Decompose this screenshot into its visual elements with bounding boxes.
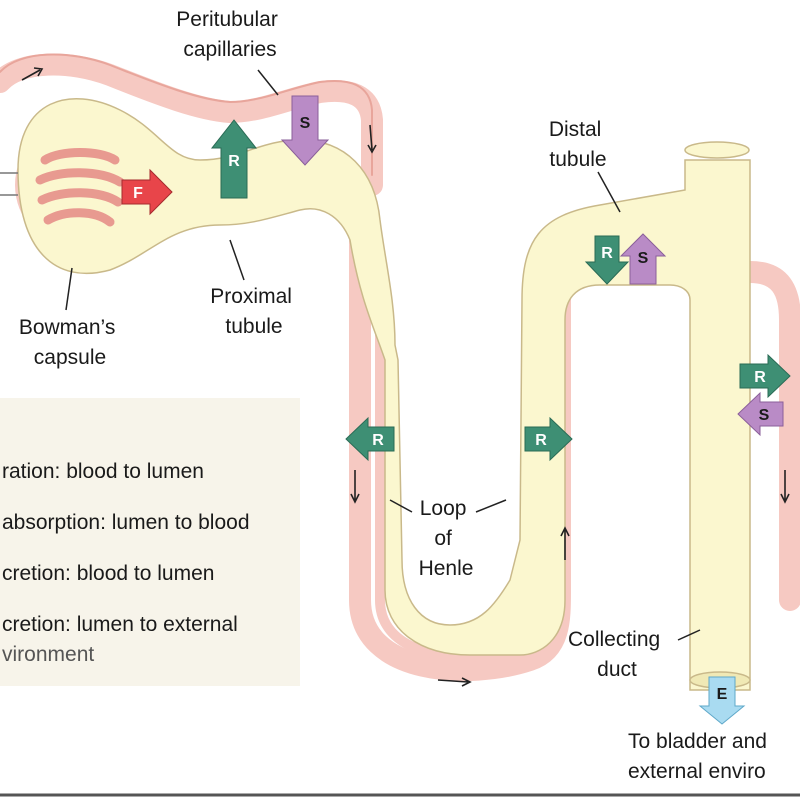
label-distal-tubule: Distal tubule bbox=[549, 118, 607, 171]
reabsorption-letter-distal: R bbox=[601, 245, 613, 262]
reabsorption-letter-ascending: R bbox=[535, 432, 547, 449]
reabsorption-letter-collecting: R bbox=[754, 369, 766, 386]
legend-excretion: cretion: lumen to external bbox=[2, 613, 238, 636]
excretion-arrow: E bbox=[698, 676, 746, 725]
filtration-arrow: F bbox=[121, 168, 173, 216]
legend-reabsorption: absorption: lumen to blood bbox=[2, 511, 250, 534]
secretion-arrow-distal: S bbox=[619, 233, 667, 285]
secretion-arrow-collecting: S bbox=[737, 391, 784, 437]
secretion-letter-collecting: S bbox=[759, 407, 770, 424]
legend-filtration: ration: blood to lumen bbox=[2, 460, 204, 483]
filtration-letter: F bbox=[133, 185, 143, 202]
reabsorption-letter-descending: R bbox=[372, 432, 384, 449]
legend-excretion-cont: vironment bbox=[2, 643, 94, 666]
legend: ration: blood to lumen absorption: lumen… bbox=[2, 460, 250, 666]
secretion-letter-proximal: S bbox=[300, 115, 311, 132]
reabsorption-arrow-ascending: R bbox=[524, 416, 573, 462]
legend-panel bbox=[0, 398, 300, 686]
reabsorption-letter-proximal: R bbox=[228, 153, 240, 170]
arteriole-lines bbox=[0, 172, 18, 196]
glomerulus bbox=[35, 148, 125, 227]
label-loop-of-henle: Loop of Henle bbox=[419, 497, 474, 580]
leader-lines bbox=[65, 69, 701, 641]
label-peritubular: Peritubular capillaries bbox=[176, 8, 283, 61]
reabsorption-arrow-collecting: R bbox=[739, 353, 791, 399]
reabsorption-arrow-proximal: R bbox=[210, 119, 258, 199]
reabsorption-arrow-distal: R bbox=[584, 235, 630, 285]
secretion-arrow-proximal: S bbox=[280, 95, 330, 166]
legend-secretion: cretion: blood to lumen bbox=[2, 562, 214, 585]
secretion-letter-distal: S bbox=[638, 250, 649, 267]
label-collecting-duct: Collecting duct bbox=[568, 628, 666, 681]
label-proximal-tubule: Proximal tubule bbox=[210, 285, 298, 338]
flow-arrows bbox=[21, 67, 790, 687]
excretion-letter: E bbox=[717, 686, 728, 703]
label-bowmans-capsule: Bowman’s capsule bbox=[19, 316, 121, 369]
label-to-bladder: To bladder and external enviro bbox=[628, 730, 773, 783]
reabsorption-arrow-descending: R bbox=[345, 416, 395, 462]
